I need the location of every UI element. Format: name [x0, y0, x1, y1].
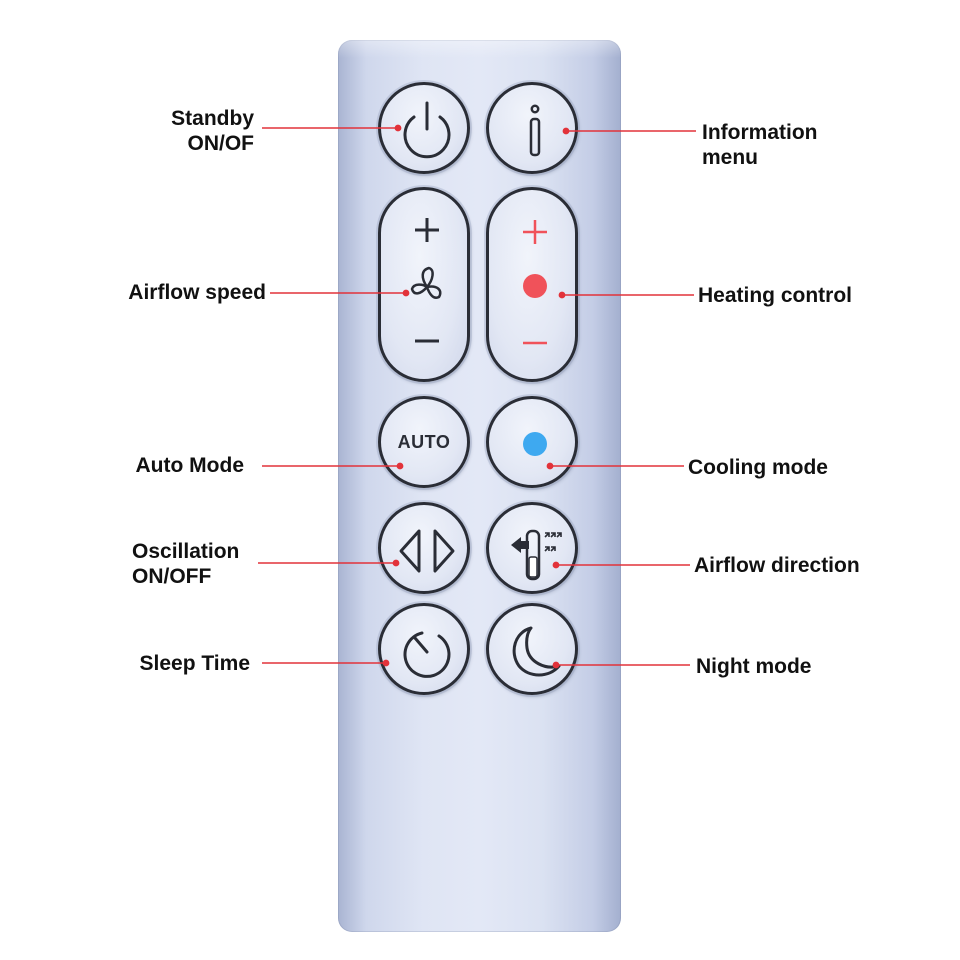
label-airflow-speed: Airflow speed: [128, 281, 266, 304]
auto-button-label: AUTO: [397, 432, 451, 452]
timer-icon: [403, 631, 451, 678]
airflow-direction-icon: [511, 529, 562, 581]
night-mode-button[interactable]: [486, 603, 578, 695]
label-airflow-direction: Airflow direction: [694, 554, 860, 577]
information-button[interactable]: [486, 82, 578, 174]
plus-icon: [415, 218, 439, 242]
moon-icon: [512, 626, 561, 677]
heating-glyphs: [523, 220, 547, 345]
auto-mode-button[interactable]: AUTO: [378, 396, 470, 488]
cool-dot-icon: [523, 432, 547, 456]
label-oscillation: Oscillation ON/OFF: [132, 540, 240, 588]
heat-dot-icon: [523, 274, 547, 298]
sleep-timer-button[interactable]: [378, 603, 470, 695]
standby-button[interactable]: [378, 82, 470, 174]
label-auto-mode: Auto Mode: [135, 454, 244, 477]
label-sleep: Sleep Time: [139, 652, 251, 675]
label-night: Night mode: [696, 655, 812, 678]
oscillation-button[interactable]: [378, 502, 470, 594]
airflow-speed-glyphs: [410, 218, 442, 343]
heat-plus-icon: [523, 220, 547, 244]
oscillation-arrows-icon: [399, 529, 455, 573]
fan-icon: [410, 266, 442, 299]
label-cooling: Cooling mode: [688, 456, 828, 479]
airflow-speed-button[interactable]: [378, 187, 470, 382]
remote-control-body: [338, 40, 621, 932]
label-information: Information menu: [702, 121, 818, 169]
power-icon: [403, 101, 451, 159]
label-standby: Standby ON/OF: [171, 107, 254, 155]
info-icon: [529, 104, 541, 157]
cooling-mode-button[interactable]: [486, 396, 578, 488]
label-heating: Heating control: [698, 284, 853, 307]
airflow-direction-button[interactable]: [486, 502, 578, 594]
heating-control-button[interactable]: [486, 187, 578, 382]
